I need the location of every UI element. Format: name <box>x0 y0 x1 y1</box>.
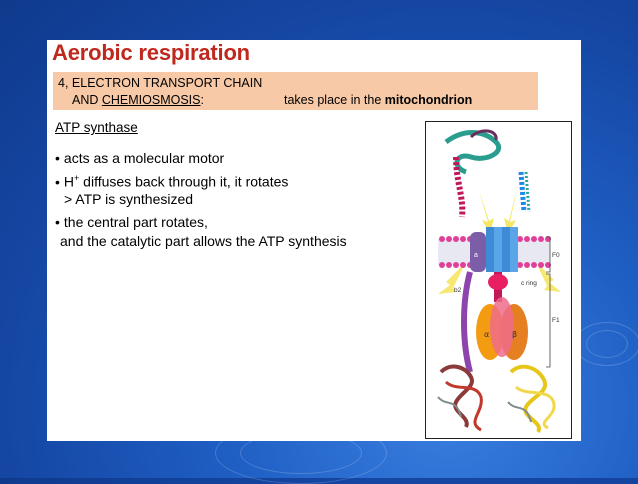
bullet-text: acts as a molecular motor <box>63 150 225 166</box>
top-protein-structure <box>444 129 531 218</box>
label-a: a <box>474 252 478 259</box>
bullet-text: the central part rotates, <box>63 214 208 230</box>
slide-content: Aerobic respiration 4, ELECTRON TRANSPOR… <box>47 40 581 441</box>
bullet-text: H <box>63 173 75 190</box>
band-and: AND <box>72 93 102 107</box>
bullet-continuation: > ATP is synthesized <box>64 191 194 207</box>
bullet-text: diffuses back through it, it rotates <box>79 173 289 190</box>
label-f0: F0 <box>552 252 560 259</box>
label-c-ring: c ring <box>521 280 537 287</box>
bullet-item: •acts as a molecular motor <box>55 150 224 166</box>
bottom-protein-right <box>507 364 556 434</box>
bullet-item: •H+ diffuses back through it, it rotates <box>55 173 288 190</box>
atp-synthase-figure: a α β b2 c ring F0 F1 <box>425 121 572 439</box>
bullet-dot: • <box>55 150 60 166</box>
superscript: + <box>74 173 80 183</box>
label-f1: F1 <box>552 317 560 324</box>
bottom-protein-left <box>437 364 483 432</box>
slide-title: Aerobic respiration <box>52 40 250 65</box>
atp-synthase-illustration: a α β b2 c ring F0 F1 <box>437 129 561 434</box>
band-heading-1: ELECTRON TRANSPORT CHAIN <box>71 76 263 90</box>
band-chemiosmosis: CHEMIOSMOSIS <box>101 93 201 107</box>
bullet-continuation: and the catalytic part allows the ATP sy… <box>60 233 347 249</box>
bullet-item: •the central part rotates, <box>55 214 208 230</box>
band-location-bold: mitochondrion <box>384 93 473 107</box>
label-b2: b2 <box>454 287 462 294</box>
b2-stalk <box>461 271 473 373</box>
band-line-1: 4, ELECTRON TRANSPORT CHAIN <box>58 76 262 90</box>
label-alpha: α <box>484 330 489 339</box>
label-beta: β <box>512 330 517 339</box>
c-ring <box>486 227 518 272</box>
a-subunit <box>470 232 486 272</box>
bullet-dot: • <box>55 173 60 190</box>
bullet-dot: • <box>55 214 60 230</box>
band-location-text: takes place in the <box>284 93 385 107</box>
section-band: 4, ELECTRON TRANSPORT CHAIN AND CHEMIOSM… <box>53 72 538 110</box>
band-colon: : <box>200 93 204 107</box>
subtitle-atp-synthase: ATP synthase <box>55 120 138 135</box>
bg-ripple <box>574 322 638 366</box>
band-location: takes place in the mitochondrion <box>284 93 472 107</box>
band-line-2: AND CHEMIOSMOSIS: <box>72 93 204 107</box>
band-number: 4, <box>58 76 72 90</box>
f1-head <box>476 274 528 360</box>
